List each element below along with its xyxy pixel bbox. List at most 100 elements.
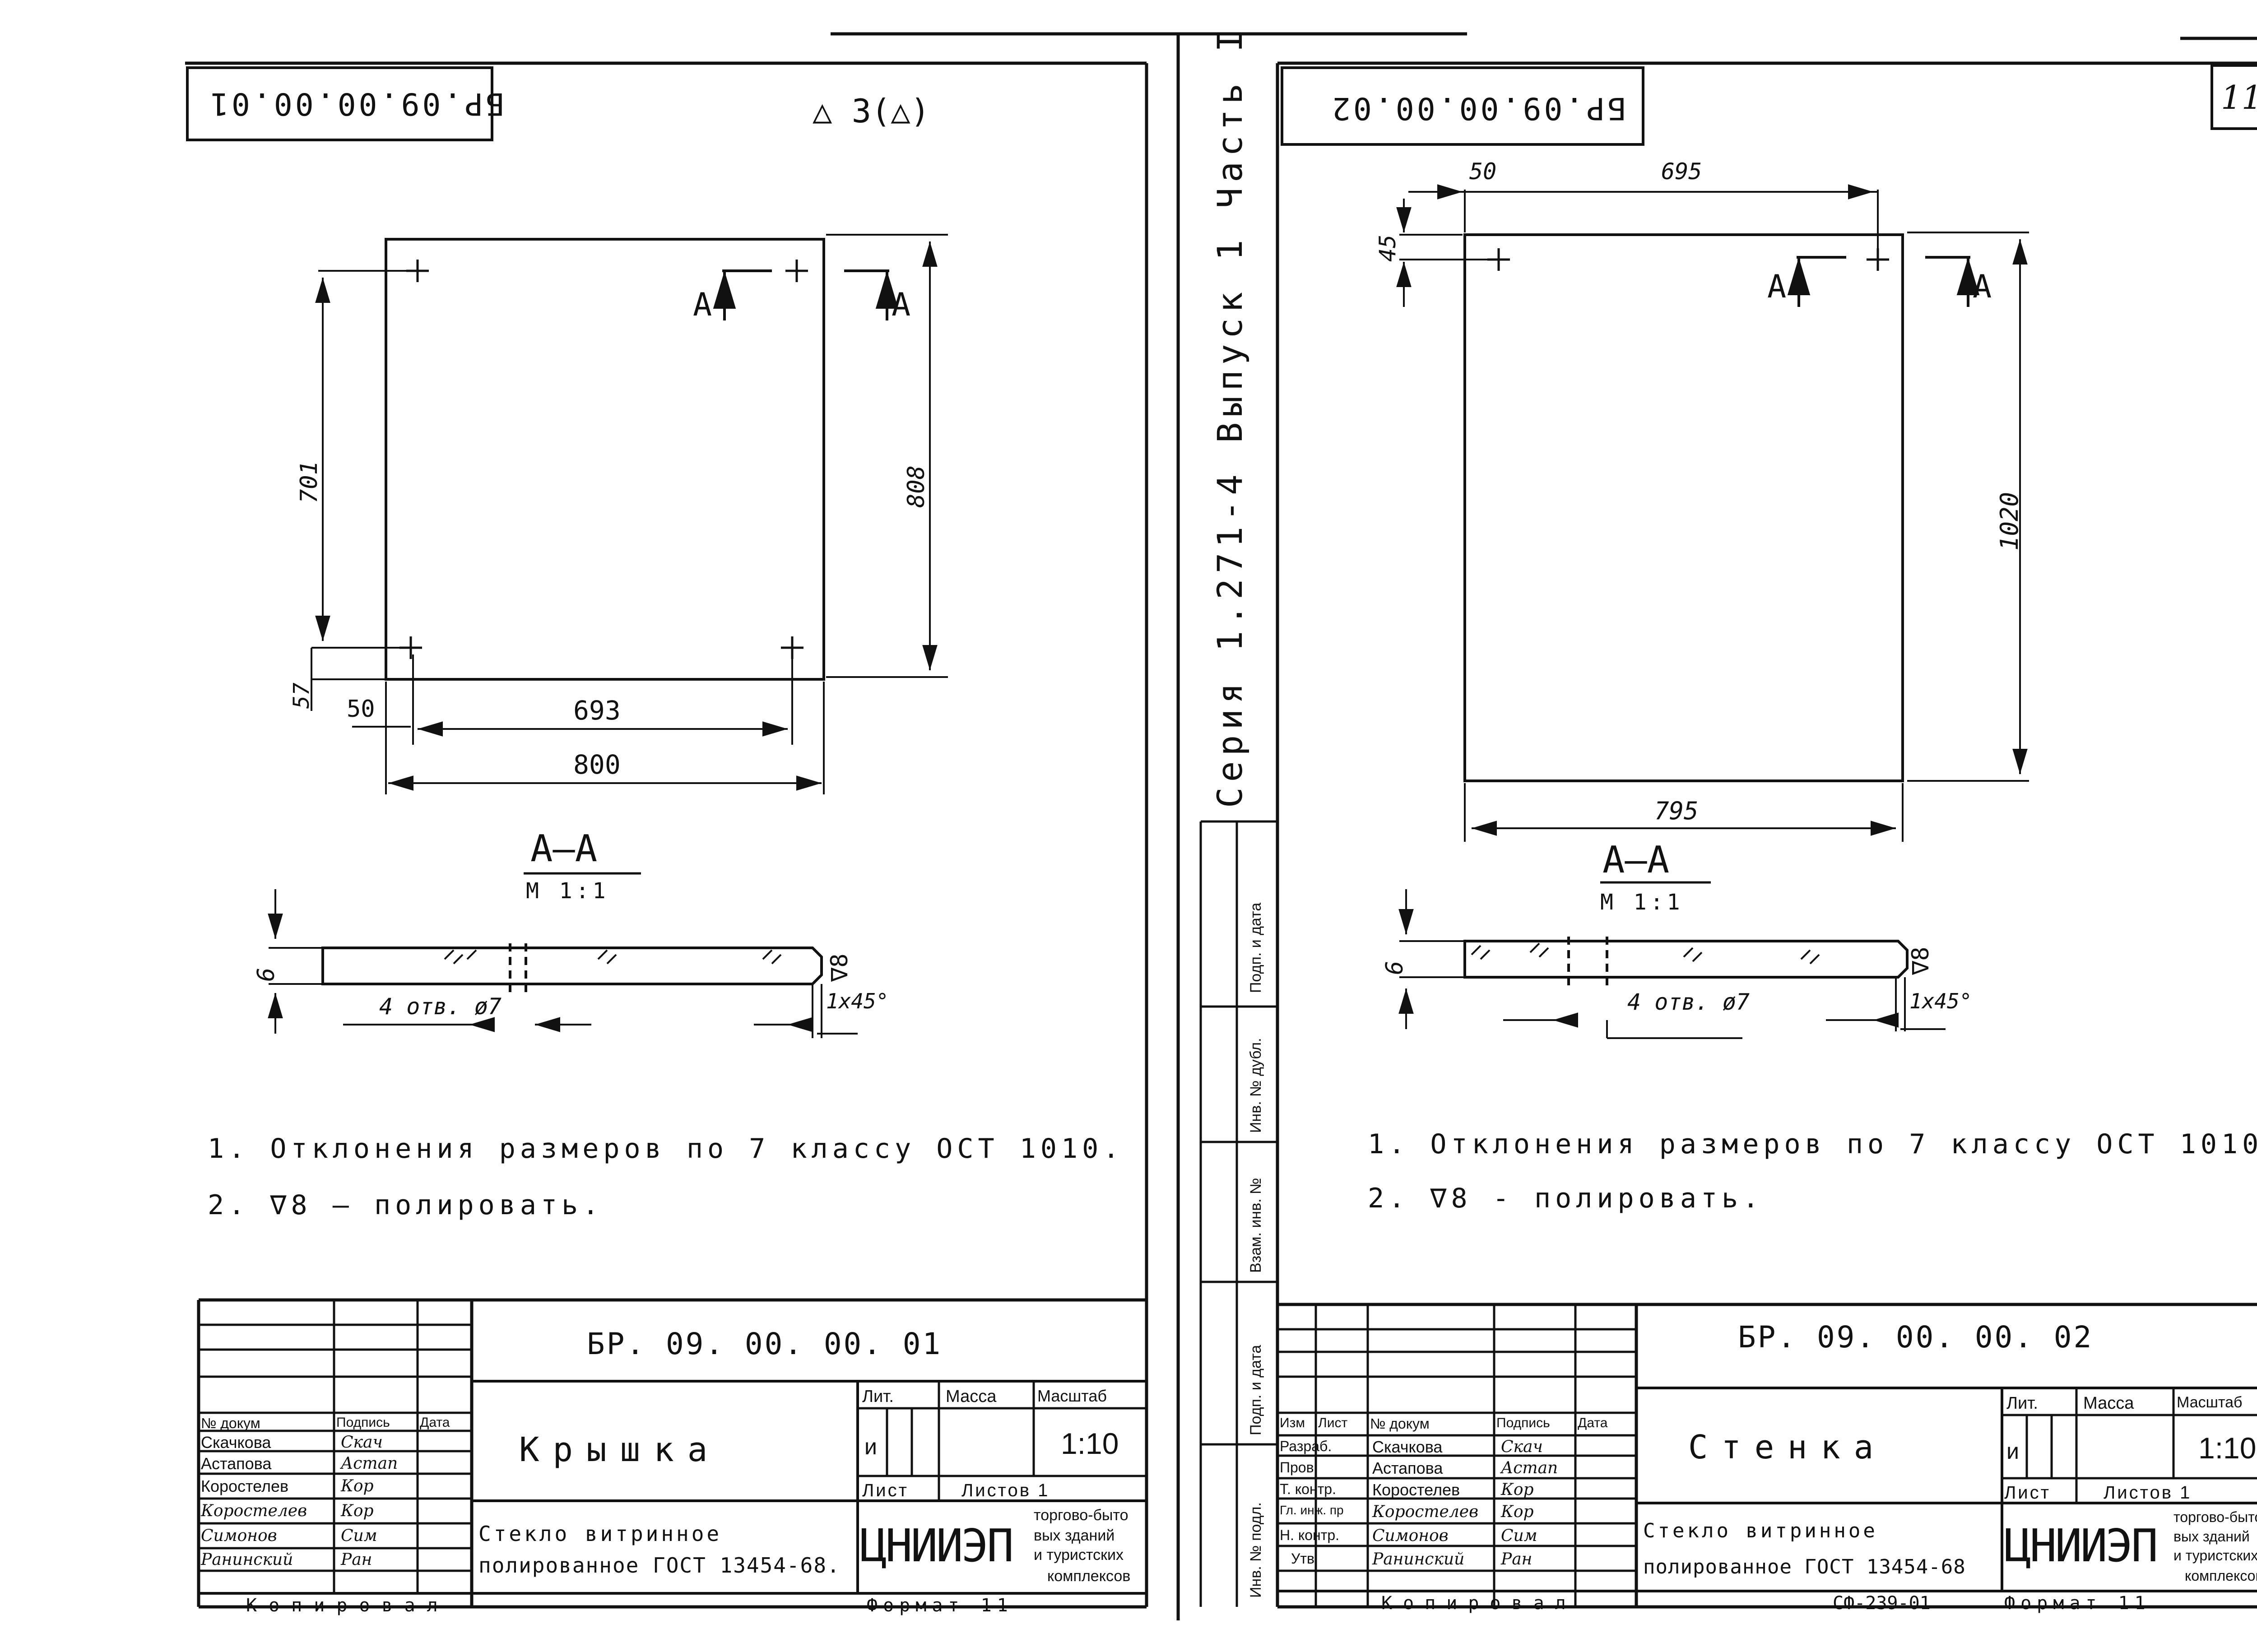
left-tb-name: Крышка [519,1430,721,1469]
right-section-title: А—А [1602,839,1670,882]
right-tb-org-line-4: комплексов [2185,1568,2257,1584]
side-label-sign-date-1: Подп. и дата [1247,902,1264,993]
left-section-label-a-right: А [892,286,911,323]
page-number-box [2211,64,2257,130]
left-tb-person-3: Коростелев [201,1477,289,1495]
right-tb-role-3: Т. контр. [1280,1481,1336,1497]
left-tb-mass-header: Масса [946,1387,997,1406]
left-tb-signature-6: Ран [341,1550,372,1569]
left-tb-signature-2: Астап [341,1454,398,1473]
right-dim-width-holes: 695 [1661,158,1702,185]
left-tb-material-1: Стекло витринное [478,1522,722,1546]
left-tb-copied: Копировал [246,1595,450,1616]
left-tb-person-6: Ранинский [201,1550,293,1569]
side-label-sign-date-2: Подп. и дата [1247,1345,1264,1435]
left-top-code-box [186,66,493,141]
right-dim-offset-y: 45 [1375,234,1401,262]
left-section-scale: М 1:1 [526,878,609,904]
left-tb-hdr-sign: Подпись [336,1415,390,1430]
left-tb-org-line-2: вых зданий [1034,1527,1115,1544]
left-section-finish: ∇8 [826,953,853,982]
left-tb-material-2: полированное ГОСТ 13454-68. [478,1553,841,1578]
right-tb-person-1: Скачкова [1372,1438,1443,1456]
left-tb-scale-value: 1:10 [1061,1427,1119,1460]
series-label: Серия 1.271-4 Выпуск 1 Часть I [1210,26,1250,808]
right-section-thickness: 6 [1381,961,1408,975]
right-section-finish: ∇8 [1907,947,1934,975]
right-tb-mass-header: Масса [2083,1394,2134,1413]
right-tb-role-5: Н. контр. [1280,1527,1340,1543]
right-tb-person-5: Симонов [1372,1527,1449,1545]
right-tb-role-2: Пров. [1280,1459,1318,1476]
left-tb-lit-header: Лит. [862,1387,894,1406]
right-tb-material-2: полированное ГОСТ 13454-68 [1643,1555,1966,1578]
right-section-scale: М 1:1 [1600,890,1684,915]
right-tb-org-line-2: вых зданий [2173,1528,2250,1545]
right-tb-scale-header: Масштаб [2177,1394,2243,1411]
right-plate-view [1396,184,2029,1039]
right-tb-stamp-code: СФ-239-01 [1833,1593,1931,1614]
right-dim-height-total: 1020 [1995,492,2024,551]
left-revision-mark: △ 3(△) [813,92,930,130]
left-tb-signature-1: Скач [341,1433,383,1452]
left-tb-hdr-date: Дата [420,1415,450,1430]
right-sheet-frame [1176,34,2257,1620]
right-tb-lit-header: Лит. [2006,1394,2038,1413]
left-tb-org-line-3: и туристских [1034,1546,1124,1564]
right-tb-signature-1: Скач [1501,1438,1543,1456]
left-tb-person-4: Коростелев [201,1502,307,1520]
right-tb-person-3: Коростелев [1372,1480,1460,1499]
right-tb-material-1: Стекло витринное [1643,1519,1878,1542]
left-title-block [199,1298,1147,1607]
left-note-1: 1. Отклонения размеров по 7 классу ОСТ 1… [208,1133,1124,1165]
right-tb-hdr-doc: № докум [1370,1415,1430,1432]
left-sheet-frame [185,32,1467,1609]
right-tb-role-4: Гл. инж. пр [1280,1503,1344,1517]
right-note-2: 2. ∇8 - полировать. [1368,1183,1764,1214]
right-tb-name: Стенка [1688,1428,1887,1466]
right-tb-copied: Копировал [1381,1593,1577,1614]
left-plate-view [268,234,948,1038]
right-tb-role-1: Разраб. [1280,1438,1332,1454]
left-tb-lit-value: и [864,1434,877,1459]
left-dim-height-holes: 701 [296,461,323,503]
left-tb-signature-4: Кор [341,1502,374,1520]
right-tb-signature-6: Ран [1501,1550,1533,1568]
right-tb-org-line-3: и туристских [2173,1547,2257,1564]
left-dim-offset-x: 50 [347,696,375,723]
left-tb-person-2: Астапова [201,1454,272,1473]
right-tb-person-2: Астапова [1372,1459,1443,1477]
left-section-label-a-left: А [693,286,712,323]
right-tb-signature-5: Сим [1501,1527,1537,1545]
right-tb-hdr-date: Дата [1578,1415,1608,1430]
right-dim-width-total: 795 [1654,797,1699,825]
page-number: 112 [2221,79,2257,116]
left-tb-org-logo: ЦНИИЭП [860,1519,1014,1572]
left-tb-person-5: Симонов [201,1527,277,1545]
right-tb-code: БР. 09. 00. 00. 02 [1738,1320,2094,1355]
right-tb-hdr-sheet: Лист [1318,1415,1348,1430]
side-label-dup-inv: Инв. № дубл. [1247,1038,1264,1133]
left-tb-format: Формат 11 [867,1595,1013,1616]
left-tb-hdr-doc: № докум [201,1415,260,1431]
left-dim-width-total: 800 [573,749,621,780]
right-tb-lit-value: и [2006,1439,2019,1464]
right-section-label-a-right: А [1973,268,1992,305]
right-tb-org-line-1: торгово-быто [2173,1509,2257,1525]
left-tb-code: БР. 09. 00. 00. 01 [587,1327,943,1361]
right-tb-signature-3: Кор [1501,1480,1534,1499]
right-tb-signature-2: Астап [1501,1459,1558,1477]
left-section-holes: 4 отв. ø7 [379,993,502,1020]
left-tb-sheets-label: Листов 1 [961,1480,1050,1500]
right-tb-sheet-label: Лист [2004,1483,2051,1503]
side-label-replace-inv: Взам. инв. № [1247,1178,1264,1273]
right-section-chamfer: 1х45° [1909,989,1972,1013]
right-dim-offset-x: 50 [1469,158,1497,185]
right-section-holes: 4 отв. ø7 [1627,989,1750,1015]
side-label-original-inv: Инв. № подл. [1247,1502,1264,1598]
left-tb-person-1: Скачкова [201,1433,271,1452]
right-top-code-box [1281,66,1644,146]
right-tb-person-4: Коростелев [1372,1503,1479,1521]
right-tb-person-6: Ранинский [1372,1550,1465,1568]
